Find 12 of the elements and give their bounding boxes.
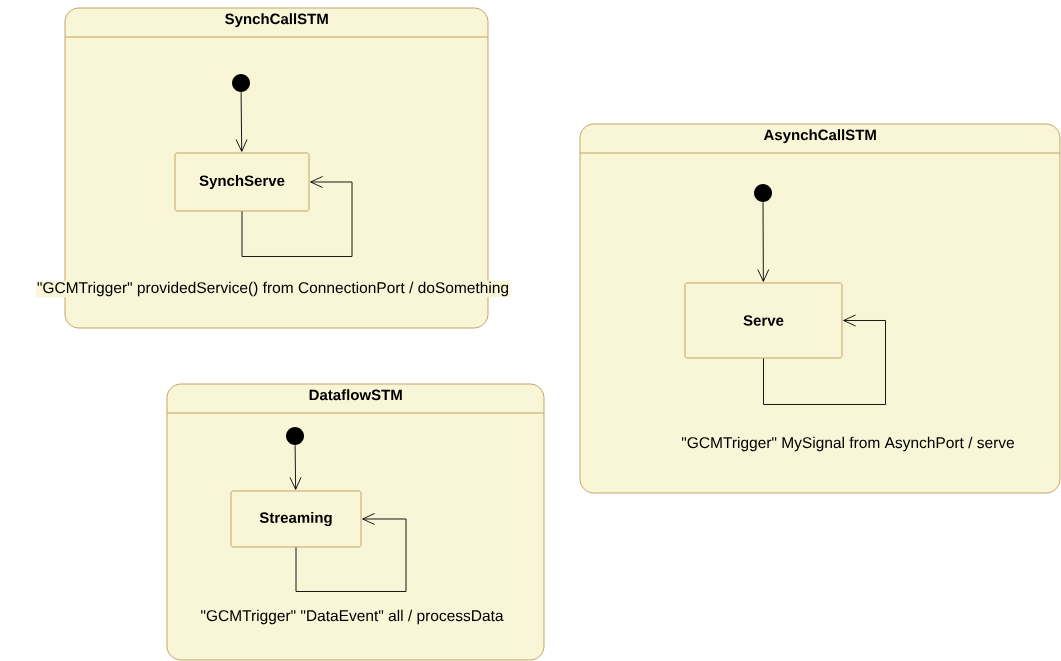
transition-arrow [289, 444, 302, 490]
self-transition-arrow [241, 176, 353, 257]
state-box: SynchServe [174, 152, 310, 212]
state-box: Serve [684, 282, 843, 359]
initial-state-dot [232, 74, 250, 92]
self-transition-arrow [763, 314, 886, 405]
transition-arrow [757, 201, 770, 282]
self-transition-arrow [295, 513, 407, 592]
initial-state-dot [286, 427, 304, 445]
state-box: Streaming [230, 490, 362, 548]
initial-state-dot [754, 184, 772, 202]
transition-arrow [235, 91, 248, 152]
